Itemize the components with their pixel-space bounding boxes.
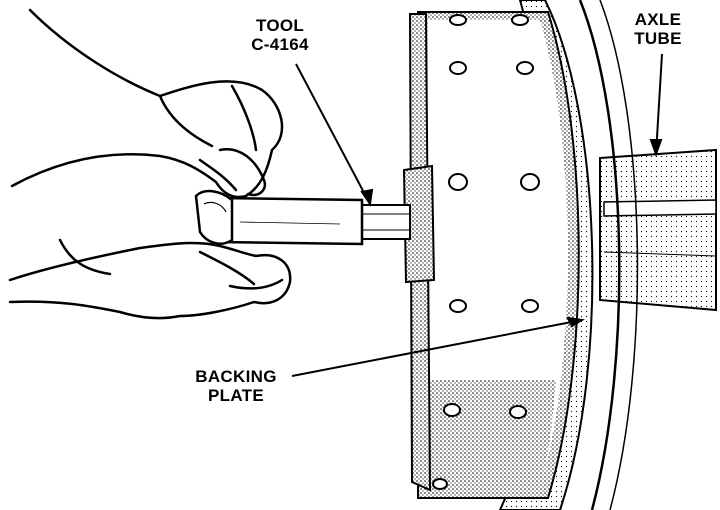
label-tool-line1: TOOL [255,16,305,35]
label-axle-line2: TUBE [634,29,682,48]
backing-plate [402,13,436,492]
label-backing-line1: BACKING [195,367,277,386]
tool-c4164 [194,189,411,246]
gloved-hands [8,8,292,320]
label-axle-tube: AXLE TUBE [620,10,696,48]
label-axle-line1: AXLE [634,10,682,29]
label-tool: TOOL C-4164 [240,16,320,54]
label-backing-plate: BACKING PLATE [180,367,292,405]
brake-shoe-lining [417,11,580,499]
label-tool-line2: C-4164 [251,35,309,54]
axle-tube [599,148,717,312]
label-backing-line2: PLATE [208,386,264,405]
leader-lines [291,53,663,377]
